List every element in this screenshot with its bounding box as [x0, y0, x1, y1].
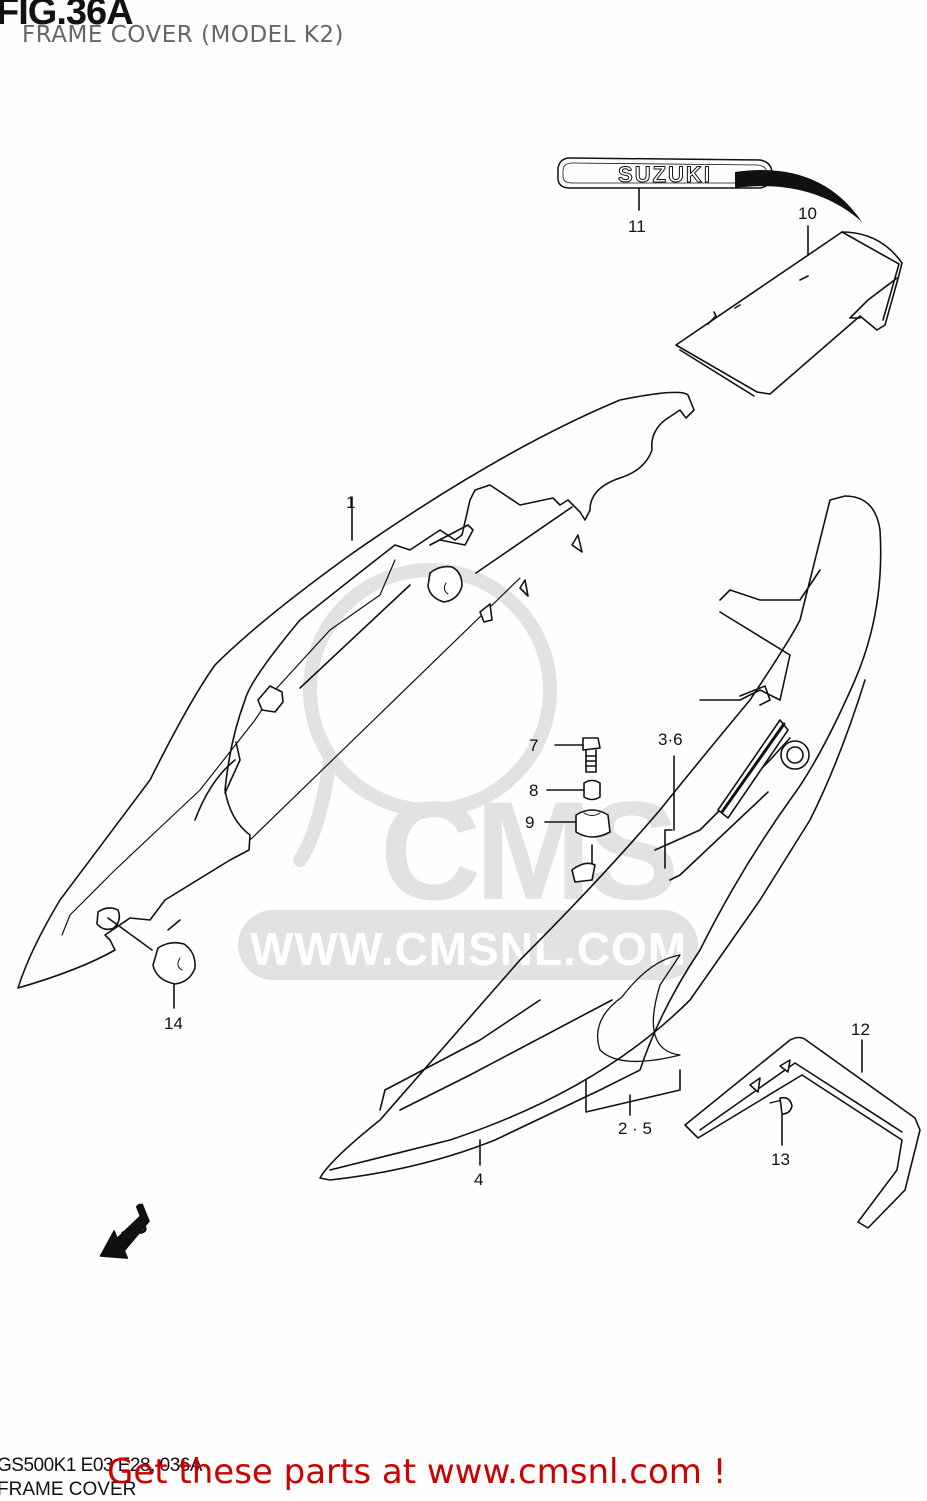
callout-3-6: 3·6	[658, 730, 683, 749]
callout-9: 9	[525, 813, 535, 832]
callout-4: 4	[474, 1170, 484, 1189]
emblem-text: SUZUKI	[618, 162, 712, 187]
callout-2-5: 2 · 5	[618, 1119, 653, 1138]
watermark-logo: CMS	[380, 772, 679, 929]
part-13-screw	[769, 1096, 793, 1146]
part-14-cushion	[107, 917, 196, 1009]
parts-7-8-9-fasteners	[544, 737, 611, 869]
watermark-url: WWW.CMSNL.COM	[250, 923, 688, 975]
callout-10: 10	[798, 204, 817, 223]
callout-7: 7	[529, 736, 539, 755]
figure-id: FIG.36A	[0, 0, 134, 33]
watermark-url-pill	[238, 910, 698, 980]
part-1-frame-cover-left	[17, 391, 695, 989]
watermark-mascot	[293, 563, 557, 867]
callout-1: 1	[346, 493, 356, 512]
callout-12: 12	[851, 1020, 870, 1039]
fwd-label: FWD	[121, 1222, 149, 1243]
part-11-emblem: SUZUKI	[557, 157, 773, 211]
leader-2-5	[585, 1069, 681, 1116]
callout-13: 13	[771, 1150, 790, 1169]
part-4-frame-cover-right	[319, 495, 882, 1181]
promo-link[interactable]: Get these parts at www.cmsnl.com !	[107, 1452, 727, 1492]
part-10-tail-cover	[675, 225, 903, 397]
stripe-decal	[735, 170, 862, 222]
callout-14: 14	[164, 1014, 183, 1033]
figure-subtitle: FRAME COVER (MODEL K2)	[22, 22, 344, 48]
leader-3-6	[664, 755, 675, 869]
callout-11: 11	[628, 217, 646, 236]
fwd-arrow-icon: FWD	[99, 1203, 150, 1259]
diagram-code: GS500K1 E03 E28, 036A	[0, 1455, 203, 1476]
part-12-bracket	[684, 1036, 921, 1229]
callout-8: 8	[529, 781, 539, 800]
diagram-name: FRAME COVER	[0, 1479, 137, 1500]
